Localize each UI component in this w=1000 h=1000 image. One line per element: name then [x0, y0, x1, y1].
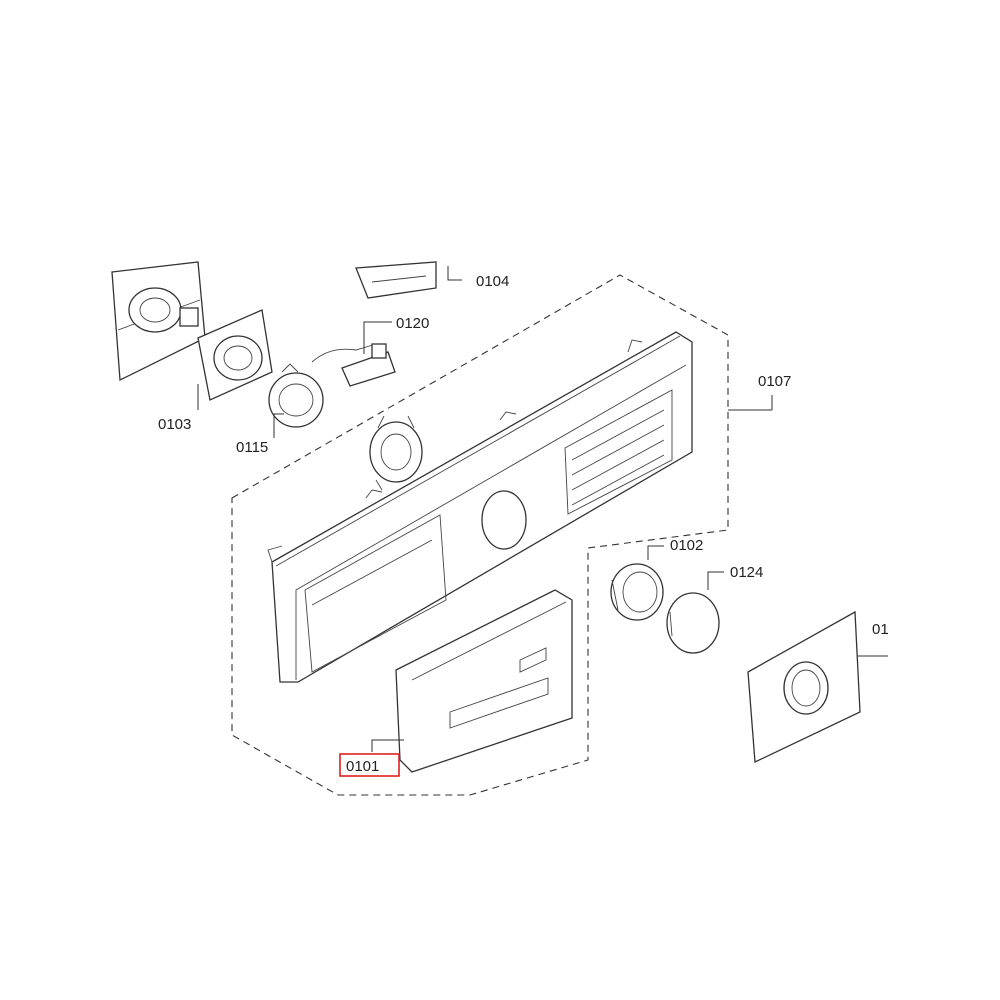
- callout-0124[interactable]: 0124: [730, 564, 763, 581]
- part-0107-control-panel: [267, 331, 693, 683]
- callout-0102[interactable]: 0102: [670, 537, 703, 554]
- part-0101-drawer-front: [395, 589, 573, 773]
- callout-0101[interactable]: 0101: [346, 758, 379, 775]
- part-0103-module-housing: [111, 261, 273, 401]
- leader-lines: [197, 266, 888, 752]
- callout-0120[interactable]: 0120: [396, 315, 429, 332]
- assembly-boundary-dashed: [231, 274, 729, 796]
- part-bearing-ring: [369, 415, 423, 491]
- part-0120-sensor-cable: [311, 343, 396, 387]
- part-0104-electronic-board: [355, 261, 437, 299]
- part-0102-knob-ring: [610, 563, 664, 621]
- highlight-box-0101: [339, 753, 400, 777]
- callout-0103[interactable]: 0103: [158, 416, 191, 433]
- callout-01[interactable]: 01: [872, 621, 889, 638]
- part-0115-ring: [268, 363, 324, 428]
- callout-labels: 0104 0120 0107 0103 0115 0102 0124 01 01…: [158, 273, 889, 777]
- callout-0107[interactable]: 0107: [758, 373, 791, 390]
- callout-0115[interactable]: 0115: [236, 439, 268, 456]
- part-0124-knob-cap: [666, 592, 720, 654]
- callout-0104[interactable]: 0104: [476, 273, 509, 290]
- part-01-front-panel: [747, 610, 861, 763]
